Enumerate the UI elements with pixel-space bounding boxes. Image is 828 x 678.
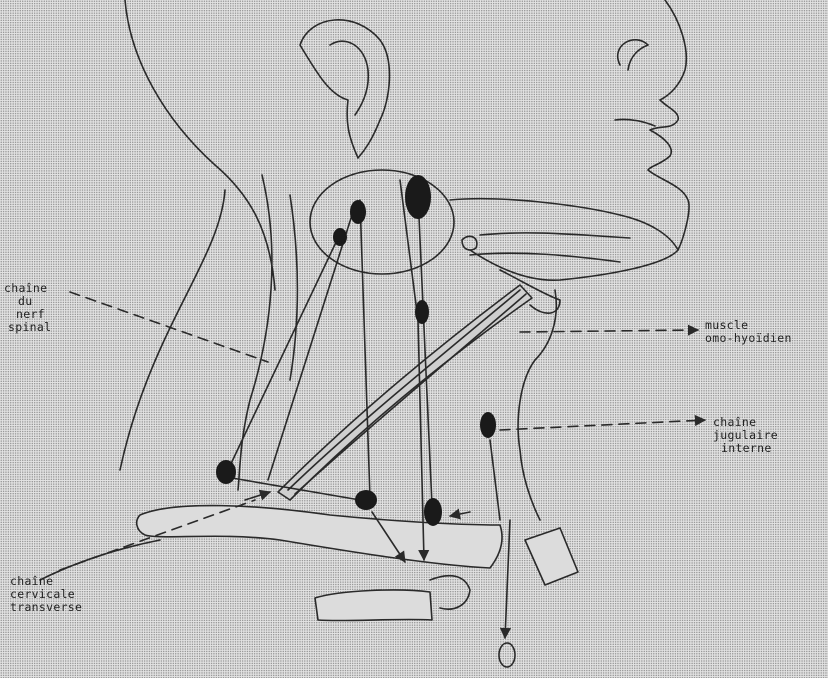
chain-line-5 <box>360 200 370 498</box>
lymph-node-mid-jugular <box>415 300 429 324</box>
label-chaine-nerf-spinal: chaîne du nerf spinal <box>4 282 51 334</box>
lymph-node-upper-small <box>333 228 347 246</box>
manubrium-line <box>430 576 470 609</box>
thoracic-duct-terminus <box>499 643 515 667</box>
chain-line-4 <box>418 195 432 505</box>
lymph-node-jugular-interne <box>480 412 496 438</box>
label-line: transverse <box>10 601 82 614</box>
neck-contour-line <box>238 175 272 490</box>
label-line: spinal <box>4 321 51 334</box>
arrow-jugular-node <box>450 512 470 516</box>
hyoid-body <box>462 236 477 250</box>
mandible-outline <box>450 199 678 281</box>
mouth-line <box>615 119 655 126</box>
submandibular-strokes <box>470 233 630 262</box>
omo-hyoid-fiber-2 <box>295 294 526 494</box>
lymph-node-upper-large <box>405 175 431 219</box>
label-line: interne <box>713 442 778 455</box>
first-rib-shape <box>315 590 432 621</box>
throat-outline <box>518 290 556 520</box>
lymph-node-supraclav-2 <box>424 498 442 526</box>
leader-line-omo-hyoidien <box>520 330 698 332</box>
lymph-node-spinal-low <box>216 460 236 484</box>
sternoclavicular-piece <box>525 528 578 585</box>
lymph-node-upper-mid <box>350 200 366 224</box>
label-muscle-omo-hyoidien: muscle omo-hyoïdien <box>705 319 792 345</box>
shoulder-lower-line <box>40 540 160 580</box>
chain-line-8 <box>505 520 510 638</box>
upper-cervical-region-circle <box>310 170 454 274</box>
label-line: omo-hyoïdien <box>705 332 792 345</box>
back-of-head-outline <box>125 0 275 290</box>
label-chaine-cervicale-transverse: chaîne cervicale transverse <box>10 575 82 614</box>
lymph-node-supraclav-1 <box>355 490 377 510</box>
leader-line-nerf-spinal <box>70 292 268 362</box>
arrow-into-clavicle <box>245 492 270 500</box>
back-of-neck-outline <box>120 190 225 470</box>
leader-line-jugulaire <box>500 420 705 430</box>
label-chaine-jugulaire-interne: chaîne jugulaire interne <box>713 416 778 455</box>
neck-contour-inner <box>290 195 298 380</box>
clavicle-shape <box>137 506 502 568</box>
chain-line-7 <box>490 440 500 520</box>
nostril-line <box>618 40 648 70</box>
ear-inner-fold <box>330 41 368 115</box>
